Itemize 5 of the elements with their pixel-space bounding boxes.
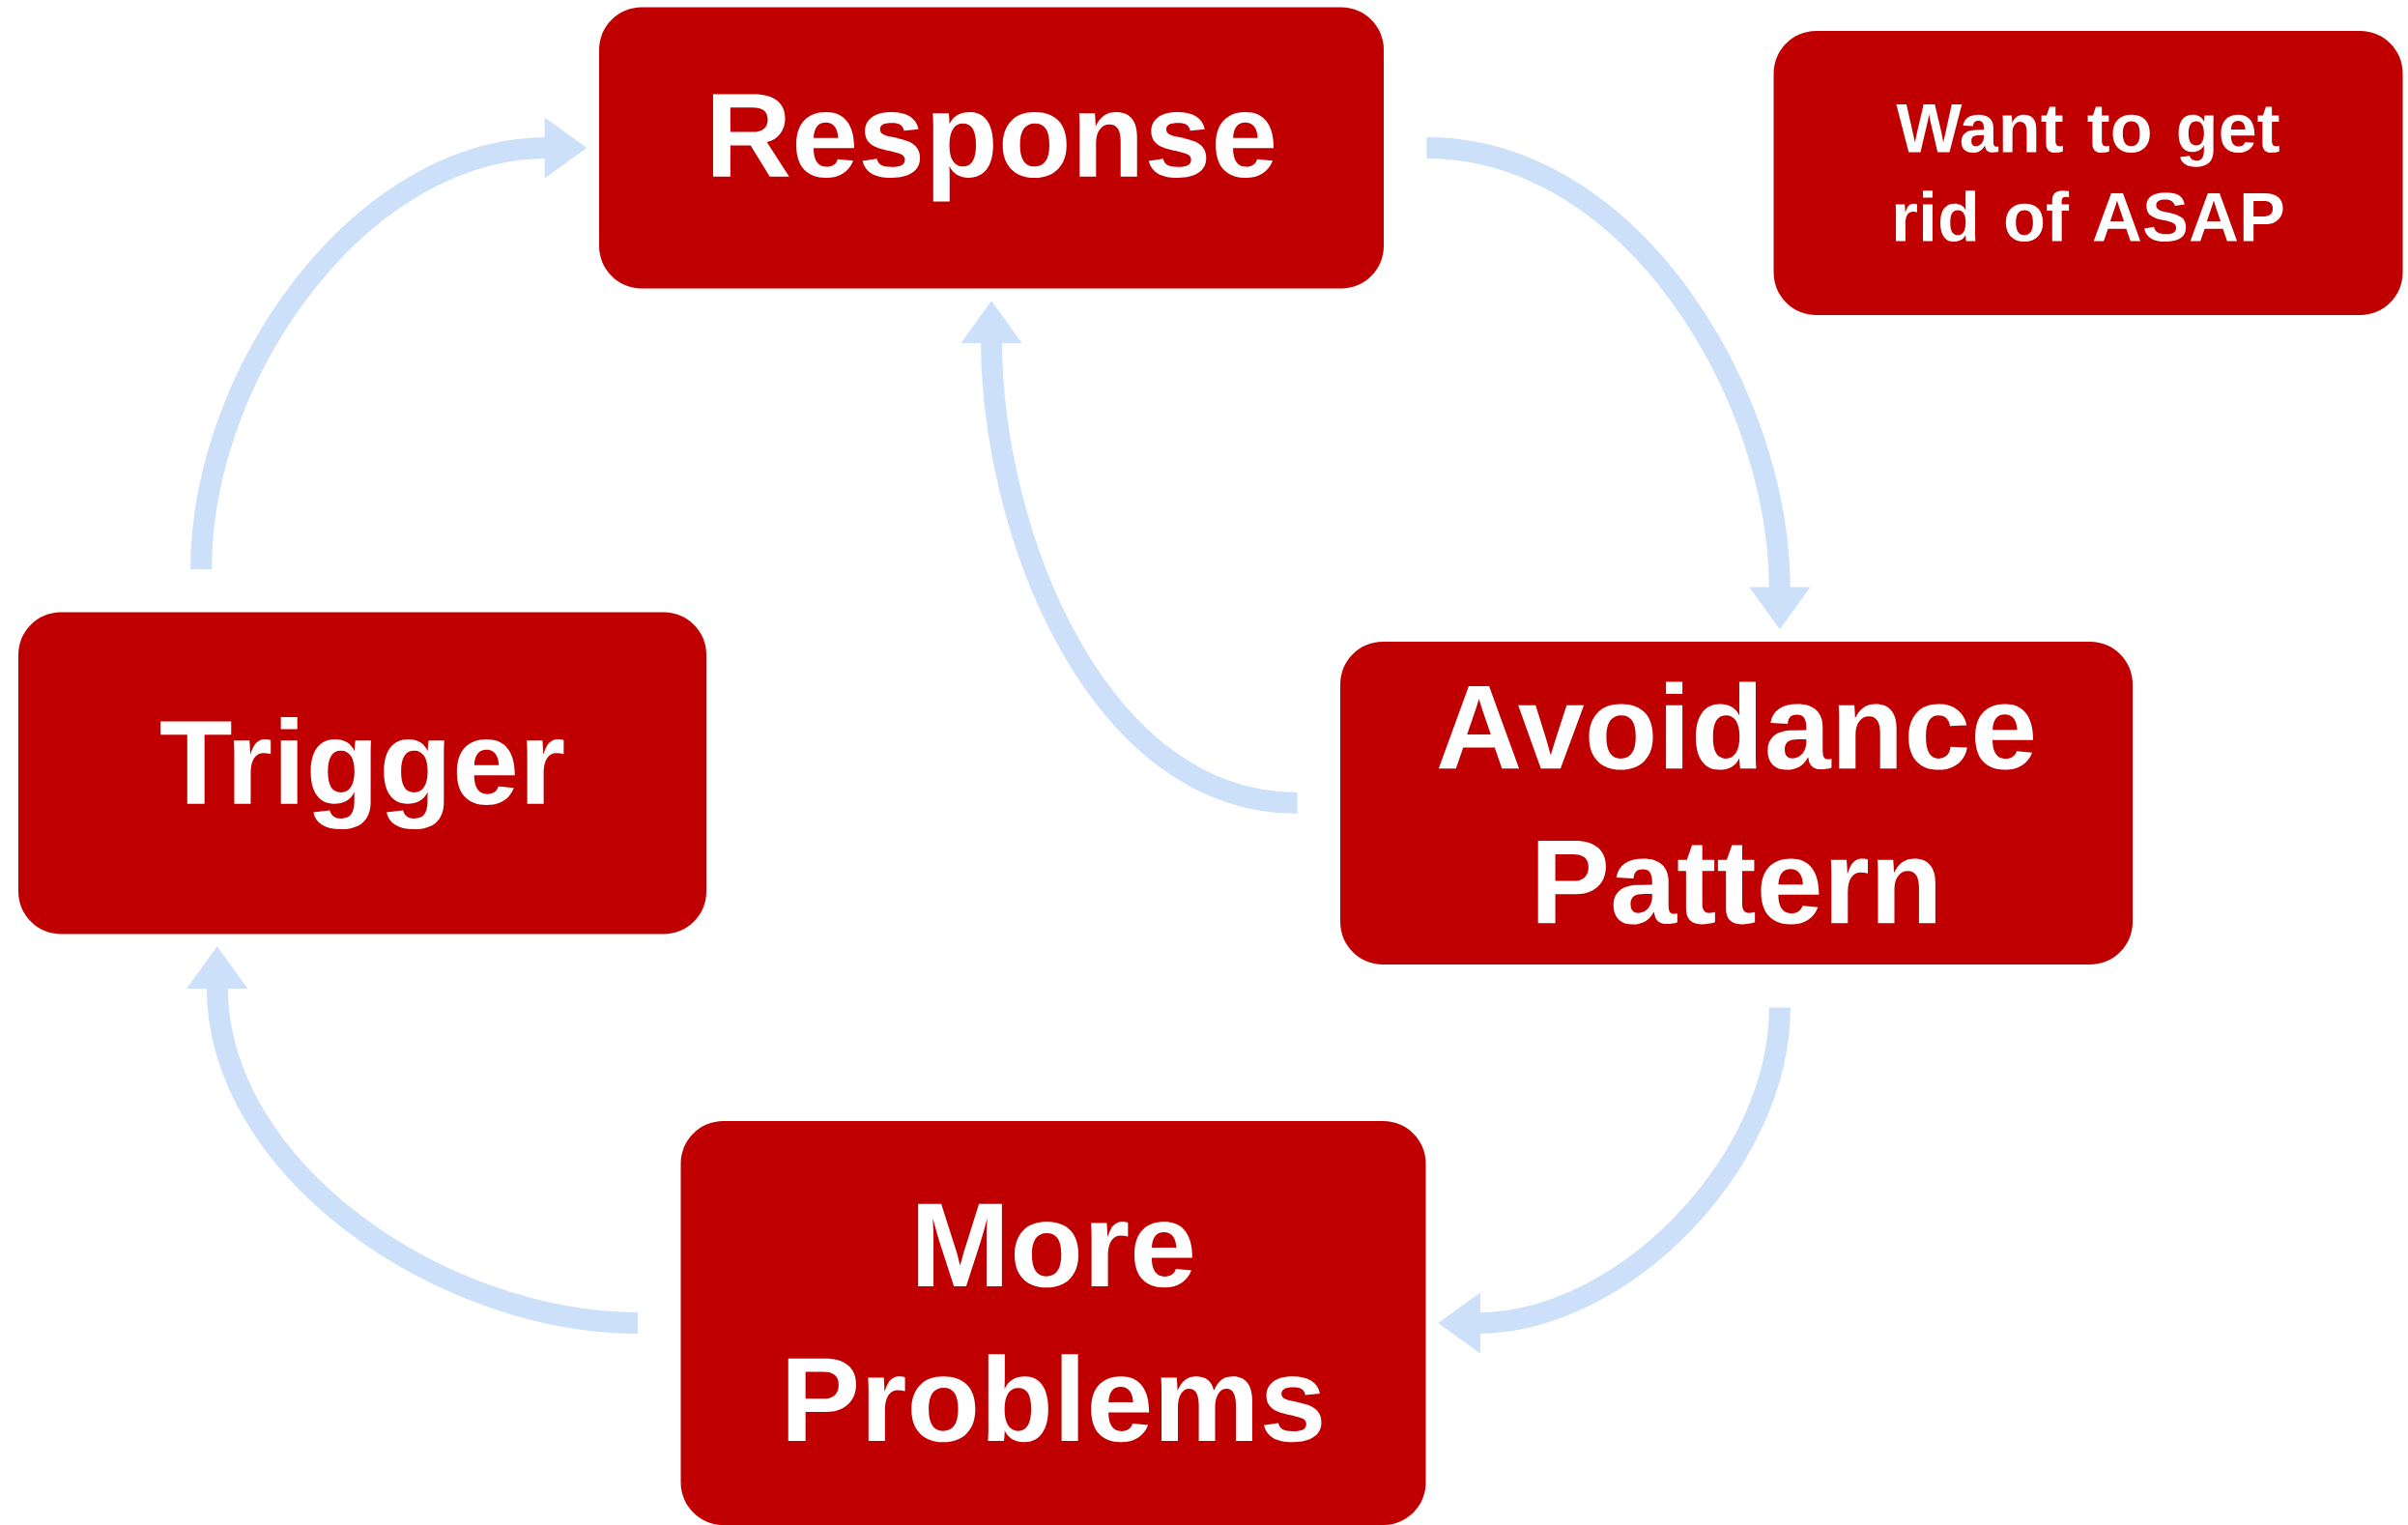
process-box: Response	[599, 7, 1385, 289]
process-box: More Problems	[680, 1121, 1426, 1525]
process-box: Trigger	[18, 612, 706, 935]
process-box: Want to get rid of ASAP	[1773, 31, 2403, 315]
process-box: Avoidance Pattern	[1340, 642, 2134, 964]
